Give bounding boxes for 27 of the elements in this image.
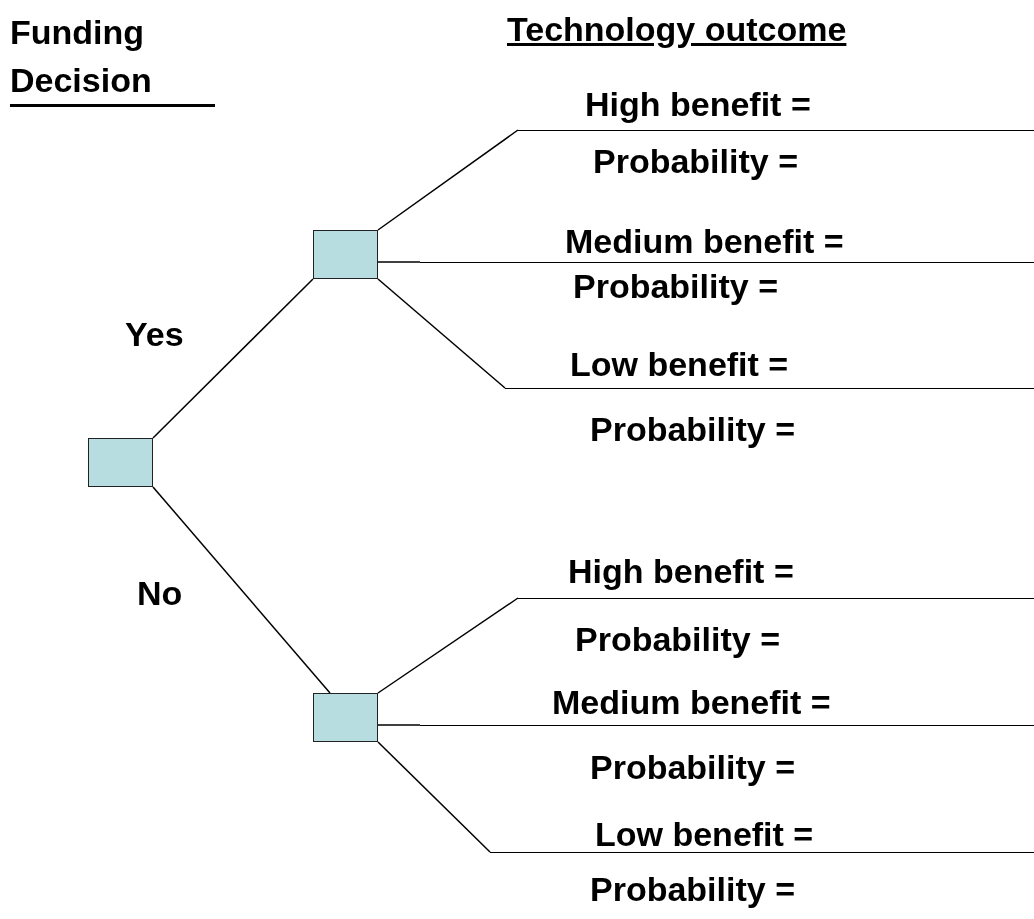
branch-line [377,129,519,231]
outcome-label: High benefit = [568,552,794,590]
branch-line [377,261,421,263]
outcome-label: High benefit = [585,85,811,123]
edge-label: Yes [125,315,184,353]
branch-line [152,486,331,694]
outcome-label: Medium benefit = [552,683,831,721]
probability-label: Probability = [590,410,795,448]
column-heading: Funding Decision [10,8,215,107]
branch-line [377,724,421,726]
outcome-label: Low benefit = [570,345,789,383]
outcome-label: Low benefit = [595,815,814,853]
decision-box [88,438,153,487]
probability-label: Probability = [590,870,795,908]
branch-line [377,741,491,853]
probability-label: Probability = [575,620,780,658]
probability-label: Probability = [590,748,795,786]
column-heading: Technology outcome [507,10,847,48]
decision-box [313,230,378,279]
edge-label: No [137,574,183,612]
branch-line [152,278,314,439]
probability-label: Probability = [573,267,778,305]
probability-label: Probability = [593,142,798,180]
decision-box [313,693,378,742]
branch-line [377,278,506,389]
outcome-label: Medium benefit = [565,222,844,260]
branch-line [377,597,519,694]
